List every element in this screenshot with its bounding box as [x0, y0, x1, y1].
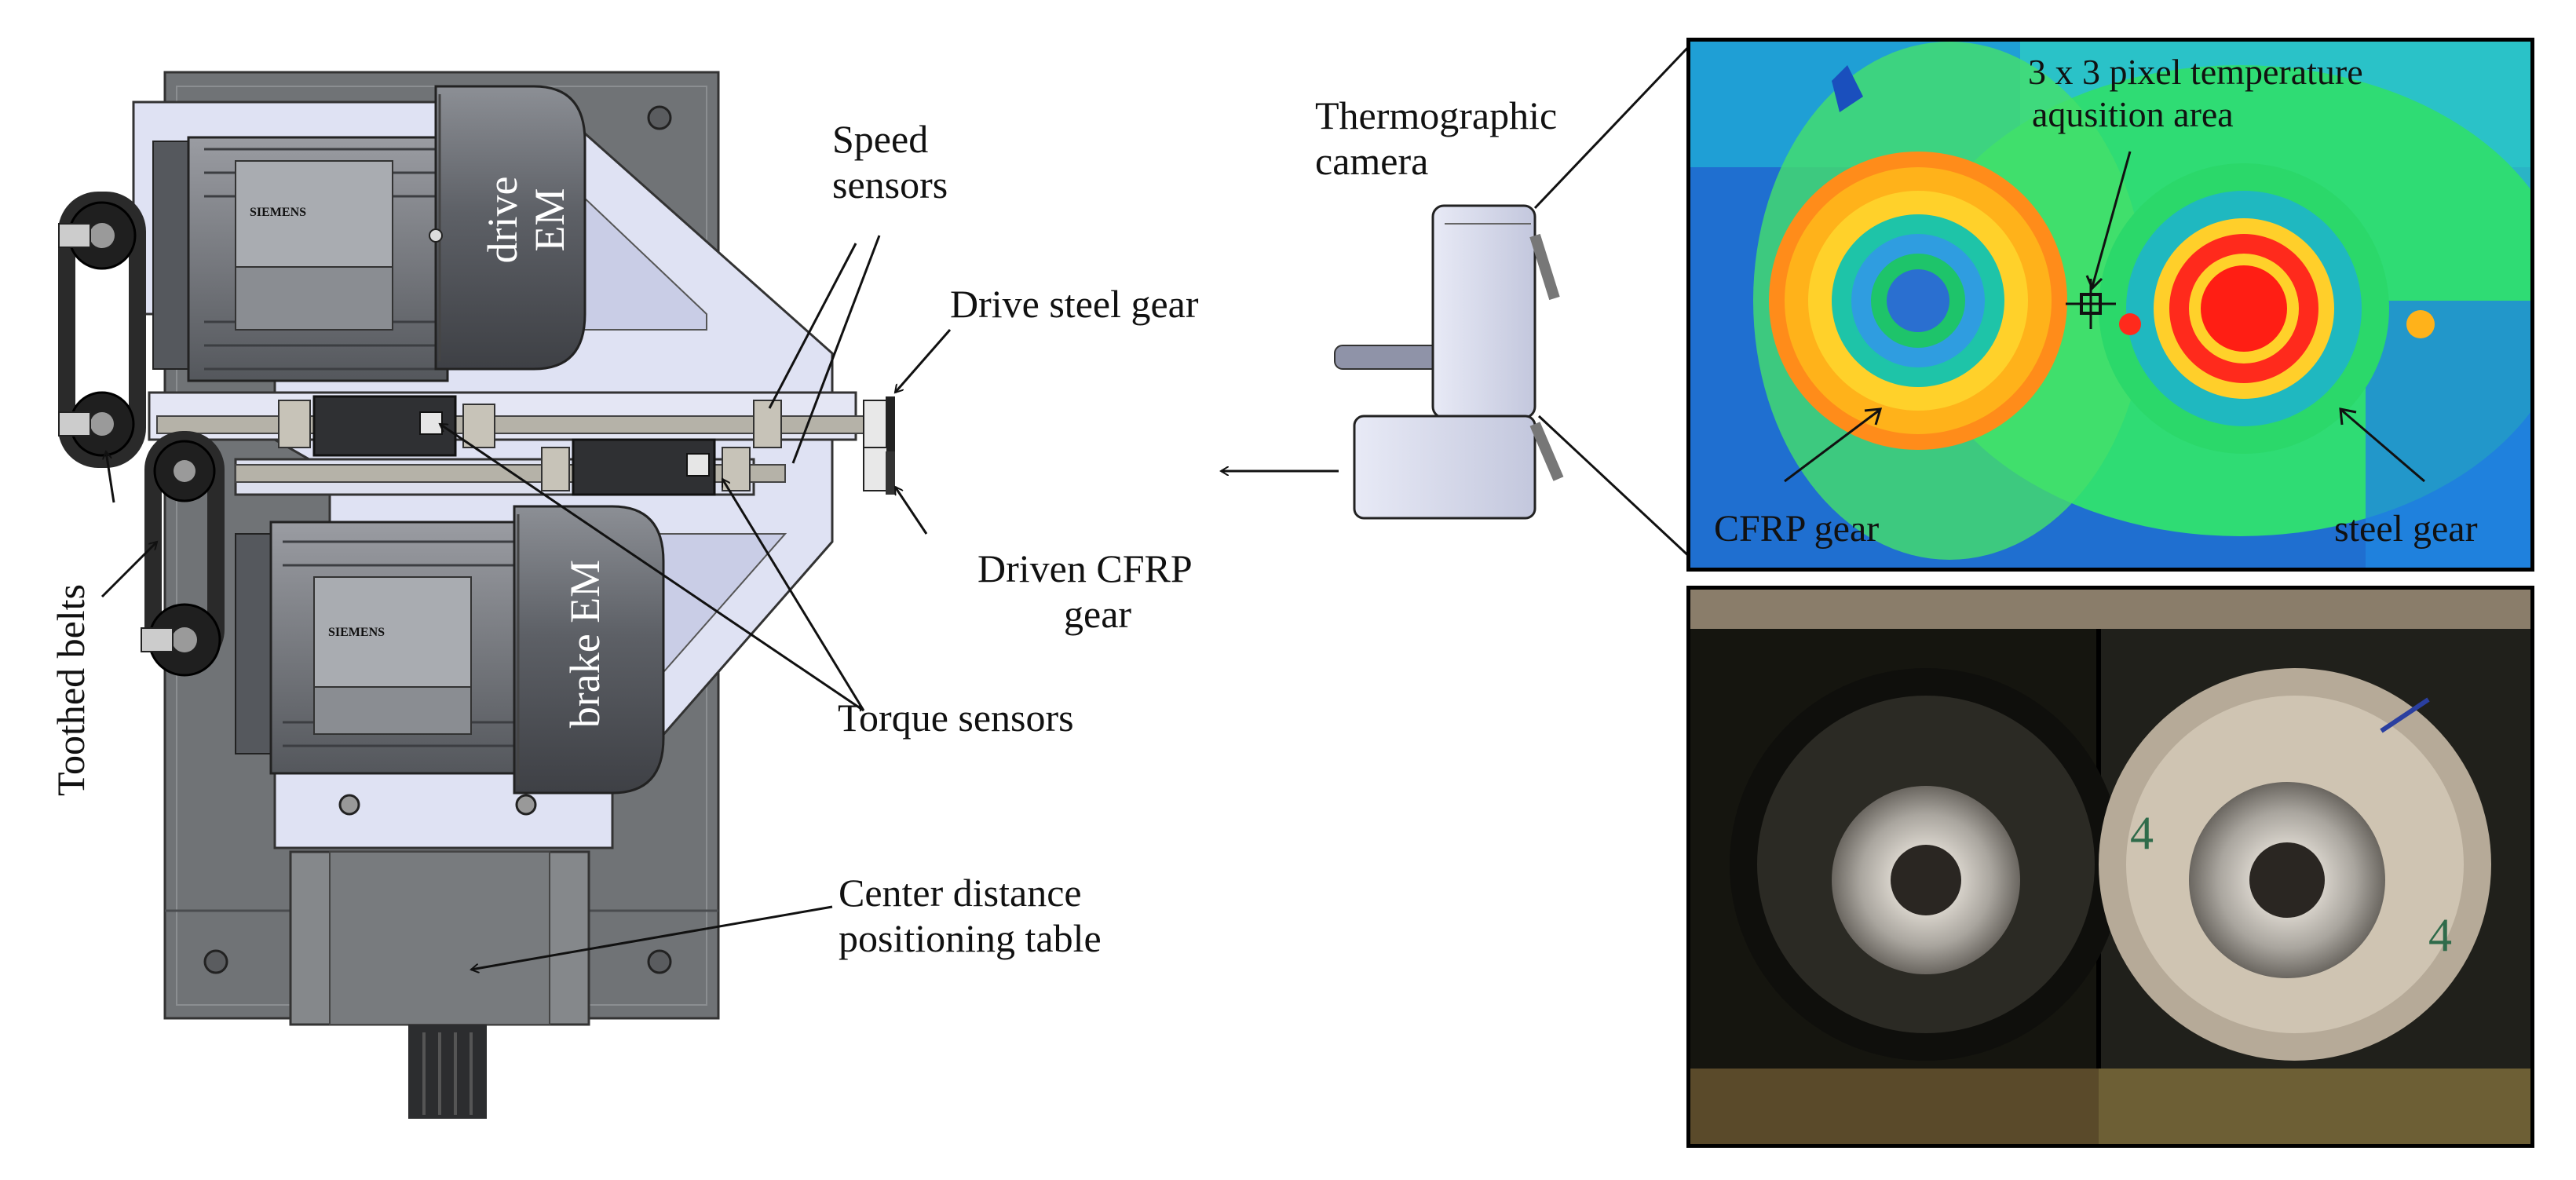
thermographic-camera	[1334, 204, 1564, 520]
driven-cfrp-gear-label: Driven CFRP gear	[977, 546, 1193, 636]
base-bolt-bl	[203, 949, 228, 974]
toothed-belts	[58, 192, 225, 677]
speed-sensor-line-2	[791, 235, 881, 464]
gear-photo-panel: 4 4	[1686, 586, 2534, 1148]
zoom-line-bottom	[1537, 415, 1694, 561]
pixel-area-label: 3 x 3 pixel temperature aqusition area	[2028, 52, 2363, 134]
torque-arrow-2	[721, 479, 865, 711]
drive-gear-arrow	[895, 329, 952, 393]
positioning-table	[289, 850, 590, 1119]
gear-photo: 4 4	[1690, 590, 2530, 1144]
cfrp-gear-arrow	[893, 487, 928, 535]
belt-arrow-2	[100, 542, 157, 598]
speed-sensor-line-1	[768, 243, 857, 409]
belt-arrow-1	[106, 451, 115, 503]
drive-motor	[152, 85, 586, 382]
thermal-image-panel: 3 x 3 pixel temperature aqusition area C…	[1686, 38, 2534, 572]
drive-steel-gear-label: Drive steel gear	[950, 282, 1199, 326]
drive-em-label: drive EM	[479, 176, 573, 264]
shaft-assembly	[148, 391, 895, 496]
speed-sensors-label: Speed sensors	[832, 117, 948, 206]
toothed-belts-label: Toothed belts	[49, 583, 93, 797]
steel-gear-label: steel gear	[2334, 508, 2478, 550]
brake-em-label: brake EM	[561, 559, 608, 729]
cfrp-mark: 4	[2130, 807, 2154, 859]
thermographic-camera-label: Thermographic camera	[1315, 93, 1558, 183]
thermal-image	[1690, 42, 2530, 568]
callout-arrows	[100, 42, 1694, 970]
torque-arrow-1	[440, 422, 864, 712]
zoom-line-top	[1533, 42, 1694, 210]
table-arrow	[471, 905, 833, 970]
base-bolt-br	[647, 949, 672, 974]
torque-sensors-label: Torque sensors	[838, 696, 1074, 740]
base-bolt-tl	[647, 105, 672, 130]
brake-motor	[235, 505, 665, 816]
center-distance-label: Center distance positioning table	[839, 871, 1102, 960]
steel-mark: 4	[2428, 909, 2452, 961]
cfrp-gear-label: CFRP gear	[1714, 508, 1880, 550]
brake-motor-brand: SIEMENS	[328, 626, 385, 639]
drive-motor-brand: SIEMENS	[250, 206, 307, 219]
